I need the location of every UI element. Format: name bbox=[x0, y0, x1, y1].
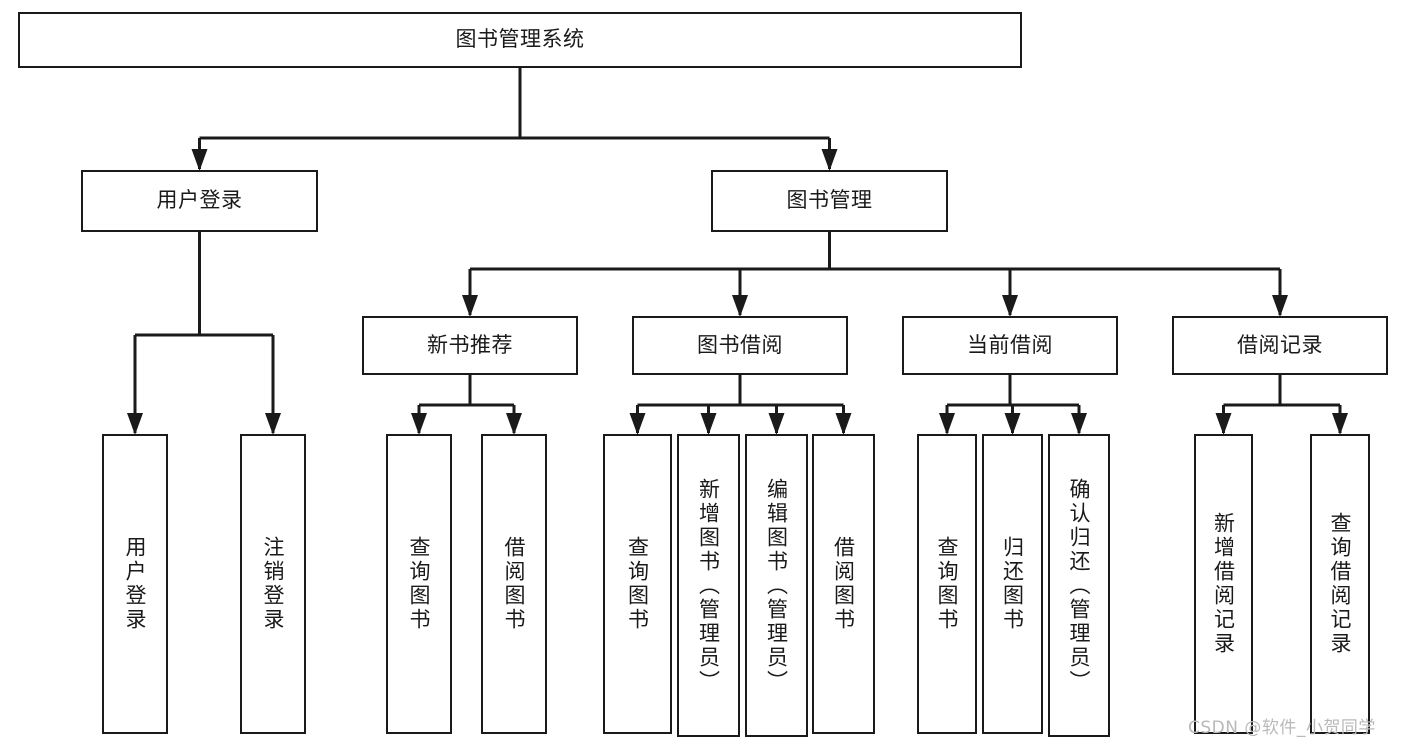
node-current-borrow-label: 当前借阅 bbox=[967, 332, 1053, 357]
leaf-logout-label: 注销登录 bbox=[261, 536, 286, 632]
leaf-add-borrow-record[interactable]: 新增借阅记录 bbox=[1194, 434, 1253, 734]
leaf-query-book[interactable]: 查询图书 bbox=[603, 434, 672, 734]
leaf-add-book-admin-label: 新增图书（管理员） bbox=[696, 477, 721, 694]
node-book-management[interactable]: 图书管理 bbox=[711, 170, 948, 232]
leaf-add-book-admin[interactable]: 新增图书（管理员） bbox=[677, 434, 740, 737]
node-new-book-recommend-label: 新书推荐 bbox=[427, 332, 513, 357]
node-user-login-label: 用户登录 bbox=[156, 188, 243, 213]
leaf-query-book-label: 查询图书 bbox=[625, 536, 650, 632]
leaf-confirm-return-admin-label: 确认归还（管理员） bbox=[1067, 477, 1092, 694]
leaf-query-book-recommend-label: 查询图书 bbox=[407, 536, 432, 632]
leaf-edit-book-admin[interactable]: 编辑图书（管理员） bbox=[745, 434, 808, 737]
node-current-borrow[interactable]: 当前借阅 bbox=[902, 316, 1118, 375]
leaf-user-login-label: 用户登录 bbox=[123, 536, 148, 632]
leaf-query-borrow-record-label: 查询借阅记录 bbox=[1328, 512, 1353, 656]
node-book-management-label: 图书管理 bbox=[786, 188, 873, 213]
leaf-return-book[interactable]: 归还图书 bbox=[982, 434, 1043, 734]
leaf-borrow-book-label: 借阅图书 bbox=[831, 536, 856, 632]
leaf-add-borrow-record-label: 新增借阅记录 bbox=[1211, 512, 1236, 656]
node-user-login[interactable]: 用户登录 bbox=[81, 170, 318, 232]
leaf-query-book-recommend[interactable]: 查询图书 bbox=[386, 434, 452, 734]
leaf-borrow-book-recommend-label: 借阅图书 bbox=[502, 536, 527, 632]
node-borrow-record[interactable]: 借阅记录 bbox=[1172, 316, 1388, 375]
node-borrow-record-label: 借阅记录 bbox=[1237, 332, 1323, 357]
leaf-user-login[interactable]: 用户登录 bbox=[102, 434, 168, 734]
leaf-edit-book-admin-label: 编辑图书（管理员） bbox=[764, 477, 789, 694]
node-root-label: 图书管理系统 bbox=[455, 27, 585, 52]
leaf-borrow-book[interactable]: 借阅图书 bbox=[812, 434, 875, 734]
leaf-query-book-current[interactable]: 查询图书 bbox=[917, 434, 977, 734]
leaf-borrow-book-recommend[interactable]: 借阅图书 bbox=[481, 434, 547, 734]
leaf-logout[interactable]: 注销登录 bbox=[240, 434, 306, 734]
node-new-book-recommend[interactable]: 新书推荐 bbox=[362, 316, 578, 375]
leaf-query-book-current-label: 查询图书 bbox=[935, 536, 960, 632]
leaf-confirm-return-admin[interactable]: 确认归还（管理员） bbox=[1048, 434, 1110, 737]
node-book-borrow[interactable]: 图书借阅 bbox=[632, 316, 848, 375]
leaf-return-book-label: 归还图书 bbox=[1000, 536, 1025, 632]
leaf-query-borrow-record[interactable]: 查询借阅记录 bbox=[1310, 434, 1370, 734]
node-root[interactable]: 图书管理系统 bbox=[18, 12, 1022, 68]
node-book-borrow-label: 图书借阅 bbox=[697, 332, 783, 357]
